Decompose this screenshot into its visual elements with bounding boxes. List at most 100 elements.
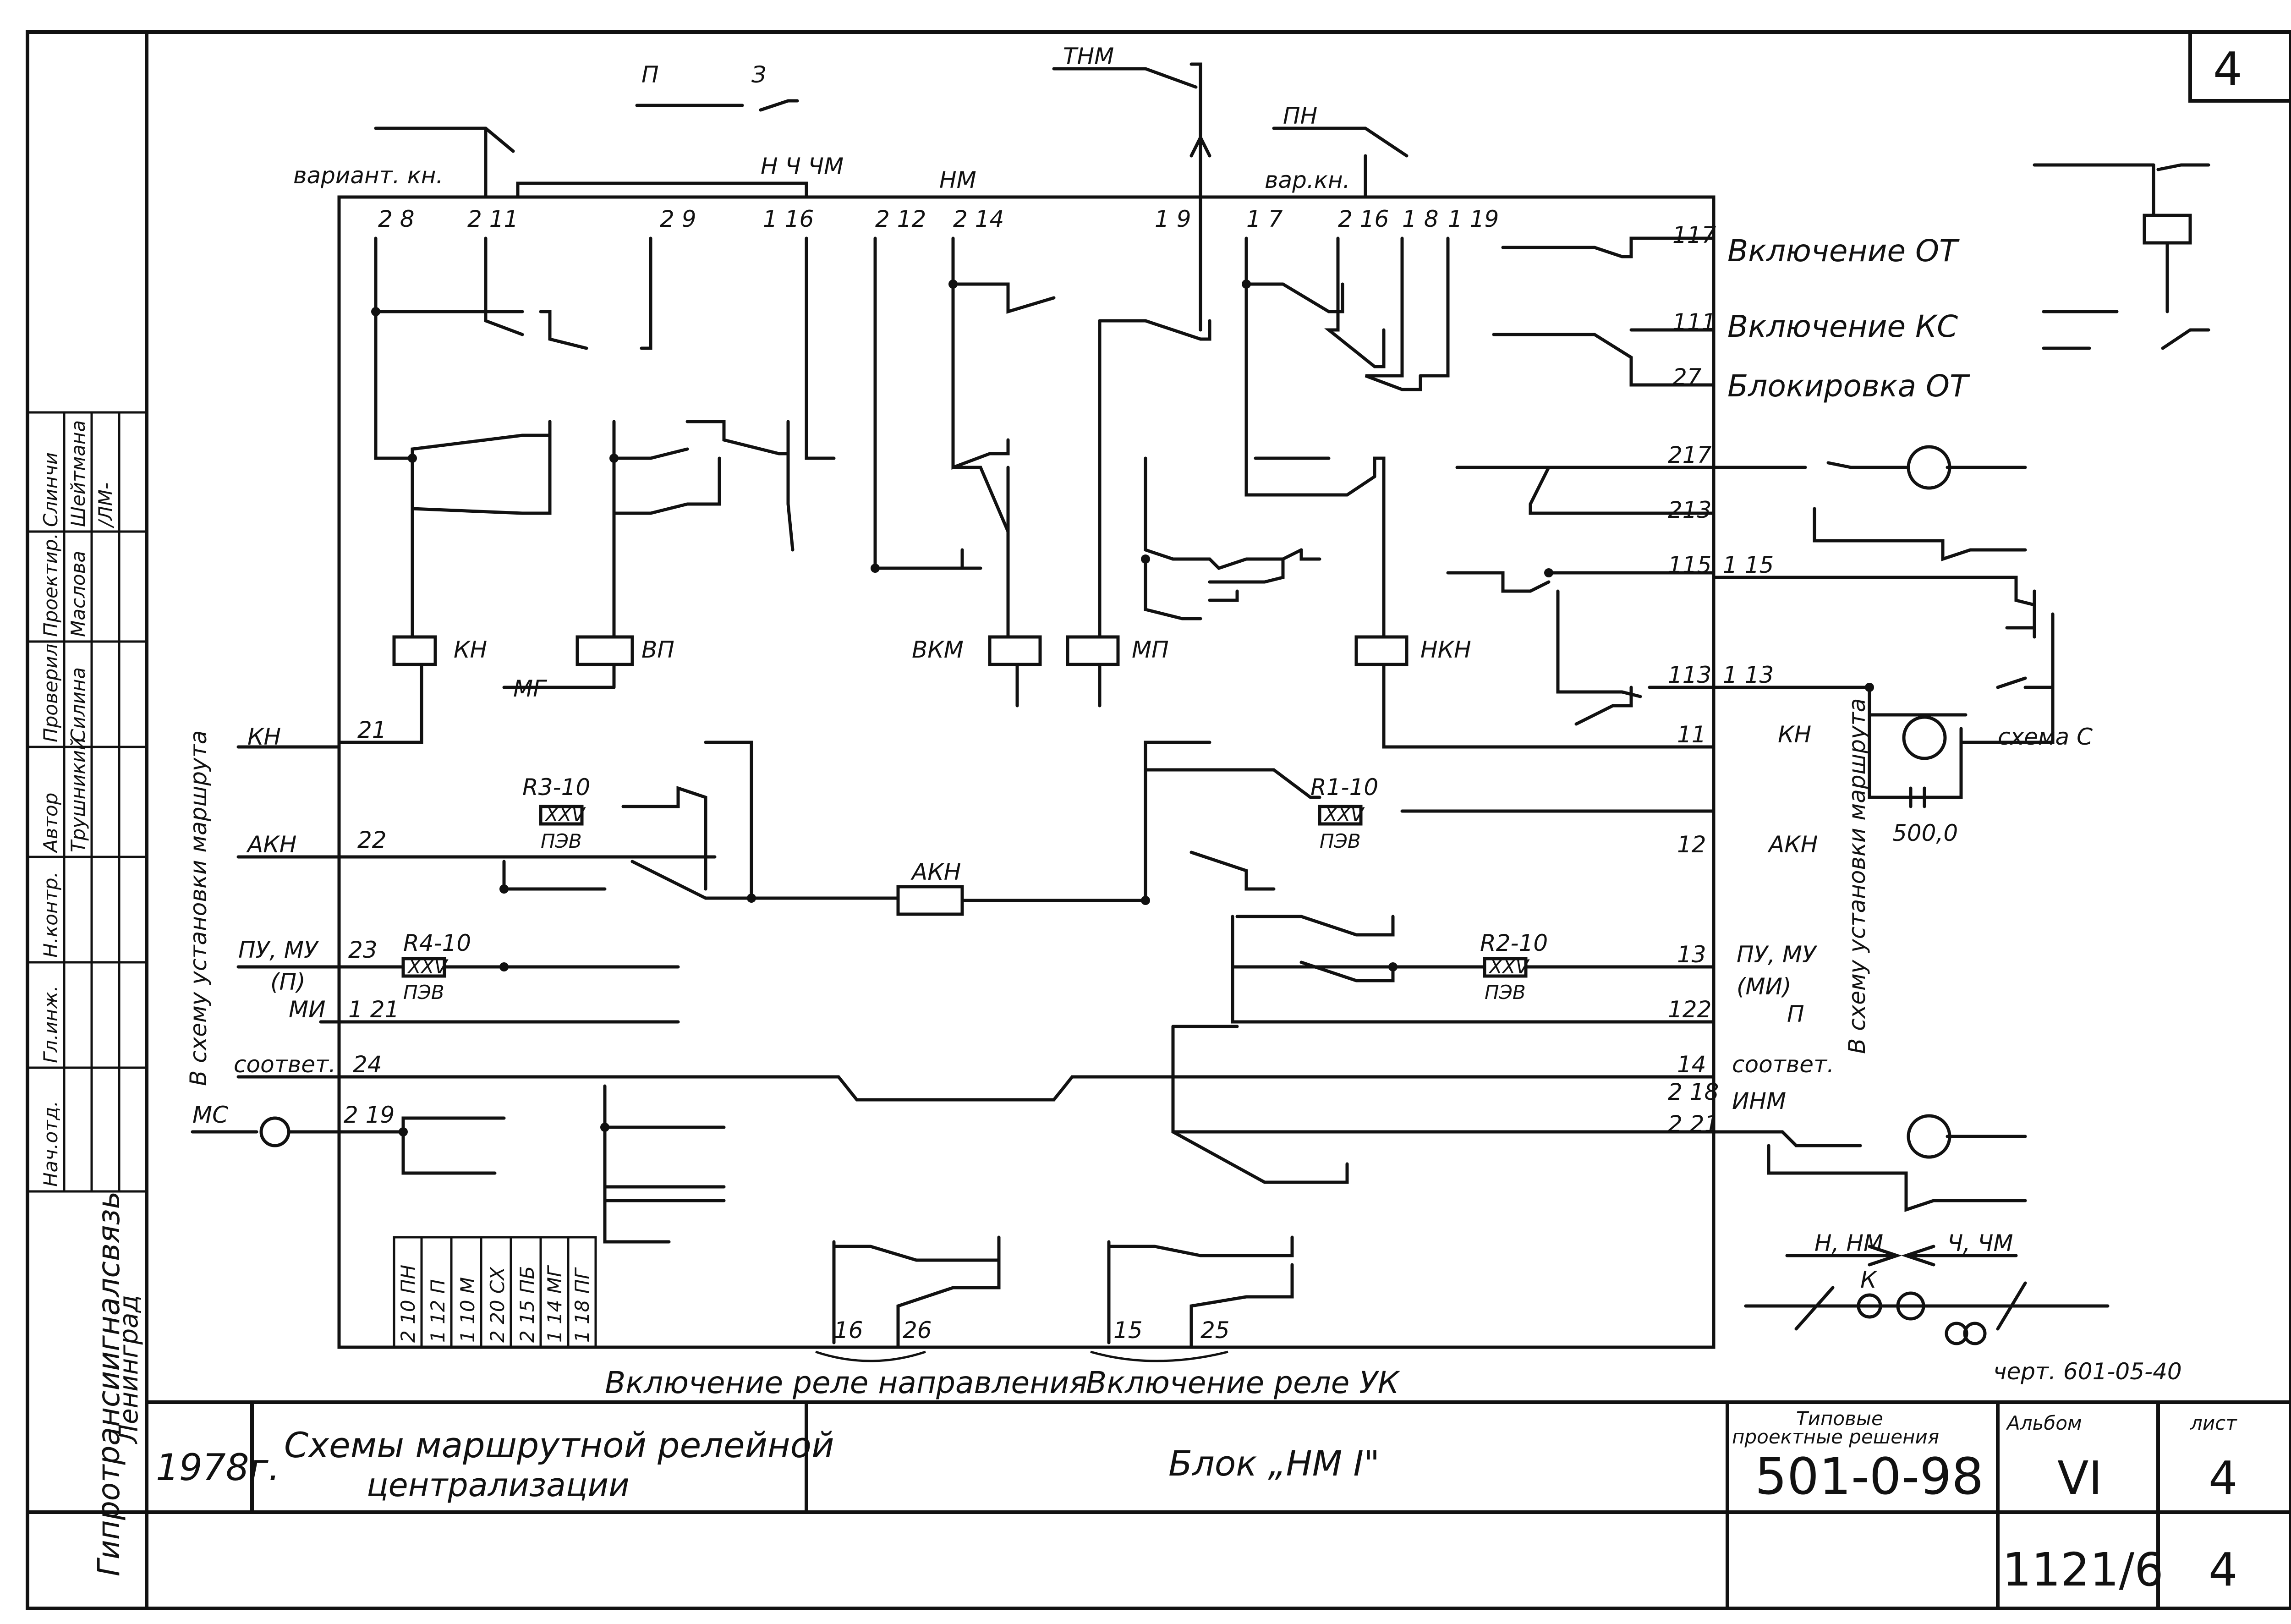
corner-number: 4 bbox=[2213, 42, 2242, 96]
svg-text:16: 16 bbox=[834, 1317, 863, 1344]
svg-text:2 14: 2 14 bbox=[953, 206, 1004, 232]
relay-coil-nkn bbox=[1354, 635, 1409, 666]
stamp-name: Трушникий bbox=[67, 738, 89, 852]
block-title: Блок „НМ I" bbox=[1168, 1443, 1380, 1484]
project-code: 501-0-98 bbox=[1755, 1447, 1984, 1506]
right-label-shema-s: схема С bbox=[1998, 724, 2093, 750]
stamp-block: Слинчи Шейтмана /ЛМ- Проектир. Маслова П… bbox=[39, 420, 117, 1187]
stamp-sign: /ЛМ- bbox=[94, 483, 117, 529]
bottom-note-right: Включение реле УК bbox=[1086, 1365, 1401, 1400]
right-vertical-label: В схему установки маршрута bbox=[1844, 698, 1870, 1054]
relay-coil-vp bbox=[575, 635, 634, 666]
svg-text:25: 25 bbox=[1200, 1317, 1230, 1344]
left-label-mg: МГ bbox=[513, 675, 548, 702]
relay-coil-mp bbox=[1066, 635, 1120, 666]
svg-text:122: 122 bbox=[1668, 996, 1711, 1023]
svg-text:XXV: XXV bbox=[1323, 803, 1365, 826]
svg-text:117: 117 bbox=[1672, 222, 1716, 248]
title-line-1: Схемы маршрутной релейной bbox=[284, 1425, 834, 1465]
relay-coil-kn bbox=[392, 635, 437, 666]
label-pn-top: ПН bbox=[1283, 103, 1317, 129]
svg-text:14: 14 bbox=[1677, 1051, 1706, 1078]
sheet-label: лист bbox=[2190, 1412, 2237, 1434]
org-city: Ленинград bbox=[114, 1295, 144, 1444]
svg-text:2 9: 2 9 bbox=[660, 206, 696, 232]
svg-text:2 16: 2 16 bbox=[1338, 206, 1389, 232]
svg-text:213: 213 bbox=[1668, 497, 1711, 523]
relay-label-akn: АКН bbox=[910, 859, 961, 885]
relay-coils: КН ВП ВКМ МП НКН bbox=[392, 635, 1471, 666]
resistor-r1 bbox=[1318, 805, 1363, 826]
inventory-number: 1121/6 bbox=[2002, 1543, 2164, 1597]
svg-text:2 18: 2 18 bbox=[1668, 1079, 1719, 1105]
bottom-terminals: 16 26 15 25 bbox=[834, 1317, 1230, 1344]
left-label-akn: АКН bbox=[246, 831, 296, 858]
left-vertical-label: В схему установки маршрута bbox=[185, 730, 212, 1086]
legend-left: Н, НМ bbox=[1814, 1230, 1883, 1256]
left-label-mi: МИ bbox=[289, 996, 326, 1023]
signal-legend: Н, НМ Ч, ЧМ К bbox=[1744, 1230, 2110, 1345]
label-nchm: Н Ч ЧМ bbox=[761, 153, 844, 180]
stamp-role: Гл.инж. bbox=[39, 985, 62, 1063]
svg-text:ПЭВ: ПЭВ bbox=[541, 830, 582, 852]
svg-text:2 21: 2 21 bbox=[1668, 1111, 1719, 1137]
stamp-role: Нач.отд. bbox=[39, 1101, 62, 1187]
svg-text:2 20 СХ: 2 20 СХ bbox=[486, 1267, 509, 1343]
svg-text:24: 24 bbox=[353, 1051, 382, 1078]
title-line-2: централизации bbox=[367, 1466, 630, 1504]
right-label-inm: ИНМ bbox=[1732, 1088, 1786, 1114]
stamp-name: Шейтмана bbox=[67, 420, 89, 527]
relay-label-vp: ВП bbox=[641, 636, 674, 663]
relay-n-lamp bbox=[1907, 1114, 1951, 1159]
svg-text:1 9: 1 9 bbox=[1155, 206, 1191, 232]
svg-text:R2-10: R2-10 bbox=[1480, 930, 1548, 956]
svg-text:R3-10: R3-10 bbox=[522, 774, 590, 801]
svg-text:1 8: 1 8 bbox=[1402, 206, 1439, 232]
svg-text:XXV: XXV bbox=[1488, 955, 1530, 978]
svg-text:2 10 ПН: 2 10 ПН bbox=[397, 1265, 419, 1343]
bottom-brackets bbox=[815, 1350, 1228, 1362]
junction-dots bbox=[371, 280, 1874, 1136]
label-p-top: П bbox=[641, 61, 659, 88]
left-label-sootvet: соответ. bbox=[234, 1051, 336, 1078]
relay-km-lamp bbox=[1907, 445, 1951, 490]
album-label: Альбом bbox=[2006, 1412, 2082, 1434]
typical-label-1: Типовые bbox=[1796, 1407, 1883, 1430]
right-label-kn: КН bbox=[1778, 721, 1811, 748]
fuse-symbol bbox=[259, 1116, 290, 1147]
svg-text:ПЭВ: ПЭВ bbox=[1320, 830, 1361, 852]
svg-text:1 7: 1 7 bbox=[1246, 206, 1283, 232]
svg-text:1 15: 1 15 bbox=[1723, 552, 1774, 578]
svg-text:26: 26 bbox=[903, 1317, 932, 1344]
org-name: Гипротрансиигналсвязь bbox=[91, 1191, 126, 1576]
label-variant: вариант. кн. bbox=[293, 162, 443, 189]
coil-wiring bbox=[337, 663, 1716, 749]
svg-text:12: 12 bbox=[1677, 831, 1706, 858]
right-label-mi-paren: (МИ) bbox=[1737, 973, 1792, 1000]
relay-coil-akn bbox=[896, 885, 964, 916]
relay-label-vkm: ВКМ bbox=[912, 636, 964, 663]
block-outline bbox=[337, 195, 1716, 1349]
label-z-top: З bbox=[751, 61, 766, 88]
svg-text:1 12 П: 1 12 П bbox=[427, 1279, 449, 1343]
svg-text:1 18 ПГ: 1 18 ПГ bbox=[571, 1267, 593, 1343]
svg-text:XXV: XXV bbox=[407, 955, 449, 978]
legend-right: Ч, ЧМ bbox=[1947, 1230, 2013, 1256]
left-label-p-paren: (П) bbox=[270, 969, 306, 995]
svg-text:2 19: 2 19 bbox=[344, 1102, 395, 1128]
wiring-right bbox=[1446, 163, 2210, 1212]
legend-k: К bbox=[1860, 1267, 1878, 1293]
wiring-upper bbox=[374, 62, 1450, 643]
stamp-role: Слинчи bbox=[39, 452, 62, 527]
sheet-value: 4 bbox=[2209, 1451, 2238, 1505]
stamp-name: Силина bbox=[67, 667, 89, 742]
stamp-role: Автор bbox=[39, 793, 62, 854]
bottom-terminal-table: 2 10 ПН 1 12 П 1 10 М 2 20 СХ 2 15 ПБ 1 … bbox=[393, 1236, 597, 1349]
svg-text:113: 113 bbox=[1668, 662, 1711, 688]
relay-coil-vkm bbox=[988, 635, 1042, 666]
typical-label-2: проектные решения bbox=[1732, 1426, 1939, 1448]
label-nm: НМ bbox=[939, 167, 976, 193]
bottom-note-left: Включение реле направления bbox=[605, 1365, 1087, 1400]
svg-text:ПЭВ: ПЭВ bbox=[1485, 981, 1526, 1004]
